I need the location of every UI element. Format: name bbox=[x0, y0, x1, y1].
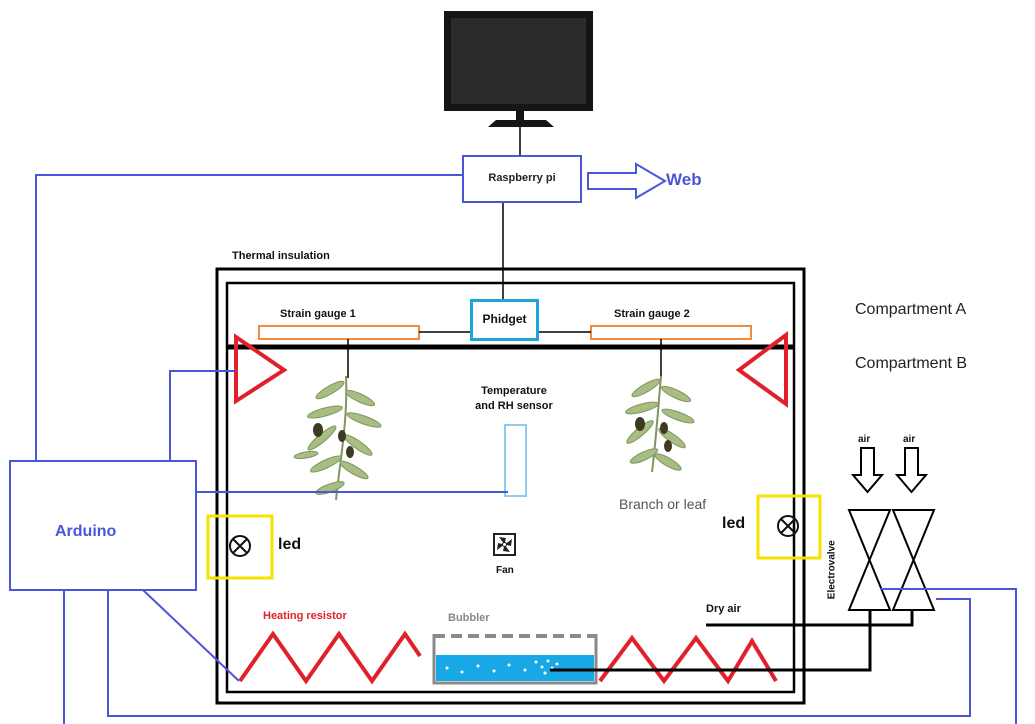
strain-gauge-1-label: Strain gauge 1 bbox=[280, 308, 356, 320]
dry-air-label: Dry air bbox=[706, 603, 741, 615]
olive-fruits-left-icon bbox=[313, 423, 354, 458]
strain-gauge-2-label: Strain gauge 2 bbox=[614, 308, 690, 320]
arduino-valve2-wire bbox=[107, 590, 971, 717]
air-2-label: air bbox=[903, 434, 916, 445]
valve1-return-wire bbox=[880, 588, 1017, 724]
compartment-b-label: Compartment B bbox=[855, 355, 968, 372]
fan-label: Fan bbox=[496, 565, 514, 576]
bubbler-water bbox=[436, 655, 594, 681]
web-arrow-icon bbox=[587, 162, 667, 200]
light-emitter-left-icon bbox=[234, 333, 288, 405]
electrovalve-label: Electrovalve bbox=[826, 540, 838, 600]
air-inlet-arrow-1-icon bbox=[850, 447, 885, 494]
strain-gauge-2 bbox=[590, 325, 752, 340]
sensor-label-line1: Temperature bbox=[481, 385, 547, 397]
air-1-label: air bbox=[858, 434, 871, 445]
phidget-box bbox=[470, 299, 539, 341]
light-emitter-right-icon bbox=[735, 331, 788, 408]
arduino-label: Arduino bbox=[55, 523, 117, 540]
heating-resistor-label: Heating resistor bbox=[263, 610, 347, 622]
monitor-icon bbox=[444, 11, 593, 127]
rpi-arduino-wire bbox=[35, 174, 463, 461]
air-inlet-arrow-2-icon bbox=[894, 447, 929, 494]
led-right-label: led bbox=[722, 515, 746, 532]
insulation-inner-wall bbox=[225, 281, 796, 694]
temperature-rh-sensor bbox=[504, 424, 527, 497]
electrovalve-1-icon bbox=[847, 509, 892, 611]
raspberry-pi-box bbox=[462, 155, 582, 203]
air-bubbles-icon bbox=[445, 659, 559, 675]
phidget-label: Phidget bbox=[482, 312, 527, 326]
olive-fruits-right-icon bbox=[635, 417, 672, 452]
air-pipe-bubbler bbox=[550, 611, 872, 672]
bubbler-label: Bubbler bbox=[448, 612, 490, 624]
heating-resistor-left bbox=[238, 630, 422, 685]
insulation-outer-wall bbox=[215, 267, 806, 705]
led-right-icon bbox=[777, 515, 799, 537]
heating-resistor-right bbox=[598, 634, 778, 685]
led-frame-right bbox=[756, 494, 822, 560]
arduino-emitter-wire bbox=[169, 370, 236, 461]
raspberry-pi-label: Raspberry pi bbox=[488, 172, 556, 184]
web-label: Web bbox=[666, 170, 702, 189]
branch-left-icon bbox=[293, 375, 382, 501]
led-left-icon bbox=[229, 535, 251, 557]
led-left-label: led bbox=[278, 536, 302, 553]
air-pipe-dry bbox=[706, 611, 914, 627]
electrovalve-2-icon bbox=[891, 509, 936, 611]
led-frame-left bbox=[206, 514, 274, 580]
arduino-heater-wire bbox=[142, 589, 240, 682]
compartment-a-label: Compartment A bbox=[855, 301, 967, 318]
branch-or-leaf-label: Branch or leaf bbox=[619, 496, 707, 512]
branch-right-icon bbox=[625, 375, 695, 473]
fan-icon bbox=[493, 533, 516, 556]
sensor-label-line2: and RH sensor bbox=[475, 400, 553, 412]
strain-gauge-1 bbox=[258, 325, 420, 340]
bubbler-container bbox=[432, 634, 598, 685]
arduino-box bbox=[9, 460, 197, 591]
thermal-insulation-label: Thermal insulation bbox=[232, 250, 330, 262]
